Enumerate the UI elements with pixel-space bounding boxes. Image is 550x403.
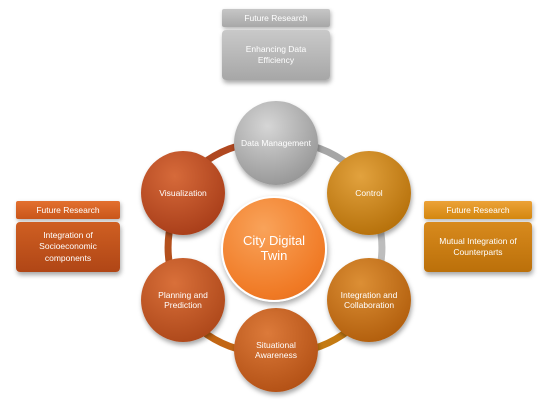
node-integration-label: Integration and Collaboration: [340, 289, 398, 310]
node-data-management: Data Management: [234, 101, 318, 185]
node-visualization: Visualization: [141, 151, 225, 235]
future-research-left-body: Integration of Socioeconomic components: [16, 222, 120, 272]
node-data-management-label: Data Management: [241, 137, 311, 148]
node-integration-collaboration: Integration and Collaboration: [327, 258, 411, 342]
node-situational-label: Situational Awareness: [255, 339, 297, 360]
node-visualization-label: Visualization: [159, 187, 207, 198]
center-label: City Digital Twin: [242, 233, 306, 263]
node-control-label: Control: [355, 187, 383, 198]
future-research-left: Future Research Integration of Socioecon…: [16, 201, 120, 272]
future-research-right: Future Research Mutual Integration of Co…: [424, 201, 532, 272]
future-research-left-text: Integration of Socioeconomic components: [39, 230, 97, 263]
node-situational-awareness: Situational Awareness: [234, 308, 318, 392]
node-planning-label: Planning and Prediction: [158, 289, 208, 310]
center-node-city-digital-twin: City Digital Twin: [221, 196, 327, 302]
future-research-right-heading: Future Research: [424, 201, 532, 219]
future-research-left-heading: Future Research: [16, 201, 120, 219]
future-research-top: Future Research Enhancing Data Efficienc…: [222, 9, 330, 80]
future-research-right-body: Mutual Integration of Counterparts: [424, 222, 532, 272]
future-research-top-heading: Future Research: [222, 9, 330, 27]
future-research-top-text: Enhancing Data Efficiency: [245, 43, 307, 65]
node-control: Control: [327, 151, 411, 235]
future-research-right-text: Mutual Integration of Counterparts: [439, 235, 517, 257]
node-planning-prediction: Planning and Prediction: [141, 258, 225, 342]
future-research-top-body: Enhancing Data Efficiency: [222, 30, 330, 80]
